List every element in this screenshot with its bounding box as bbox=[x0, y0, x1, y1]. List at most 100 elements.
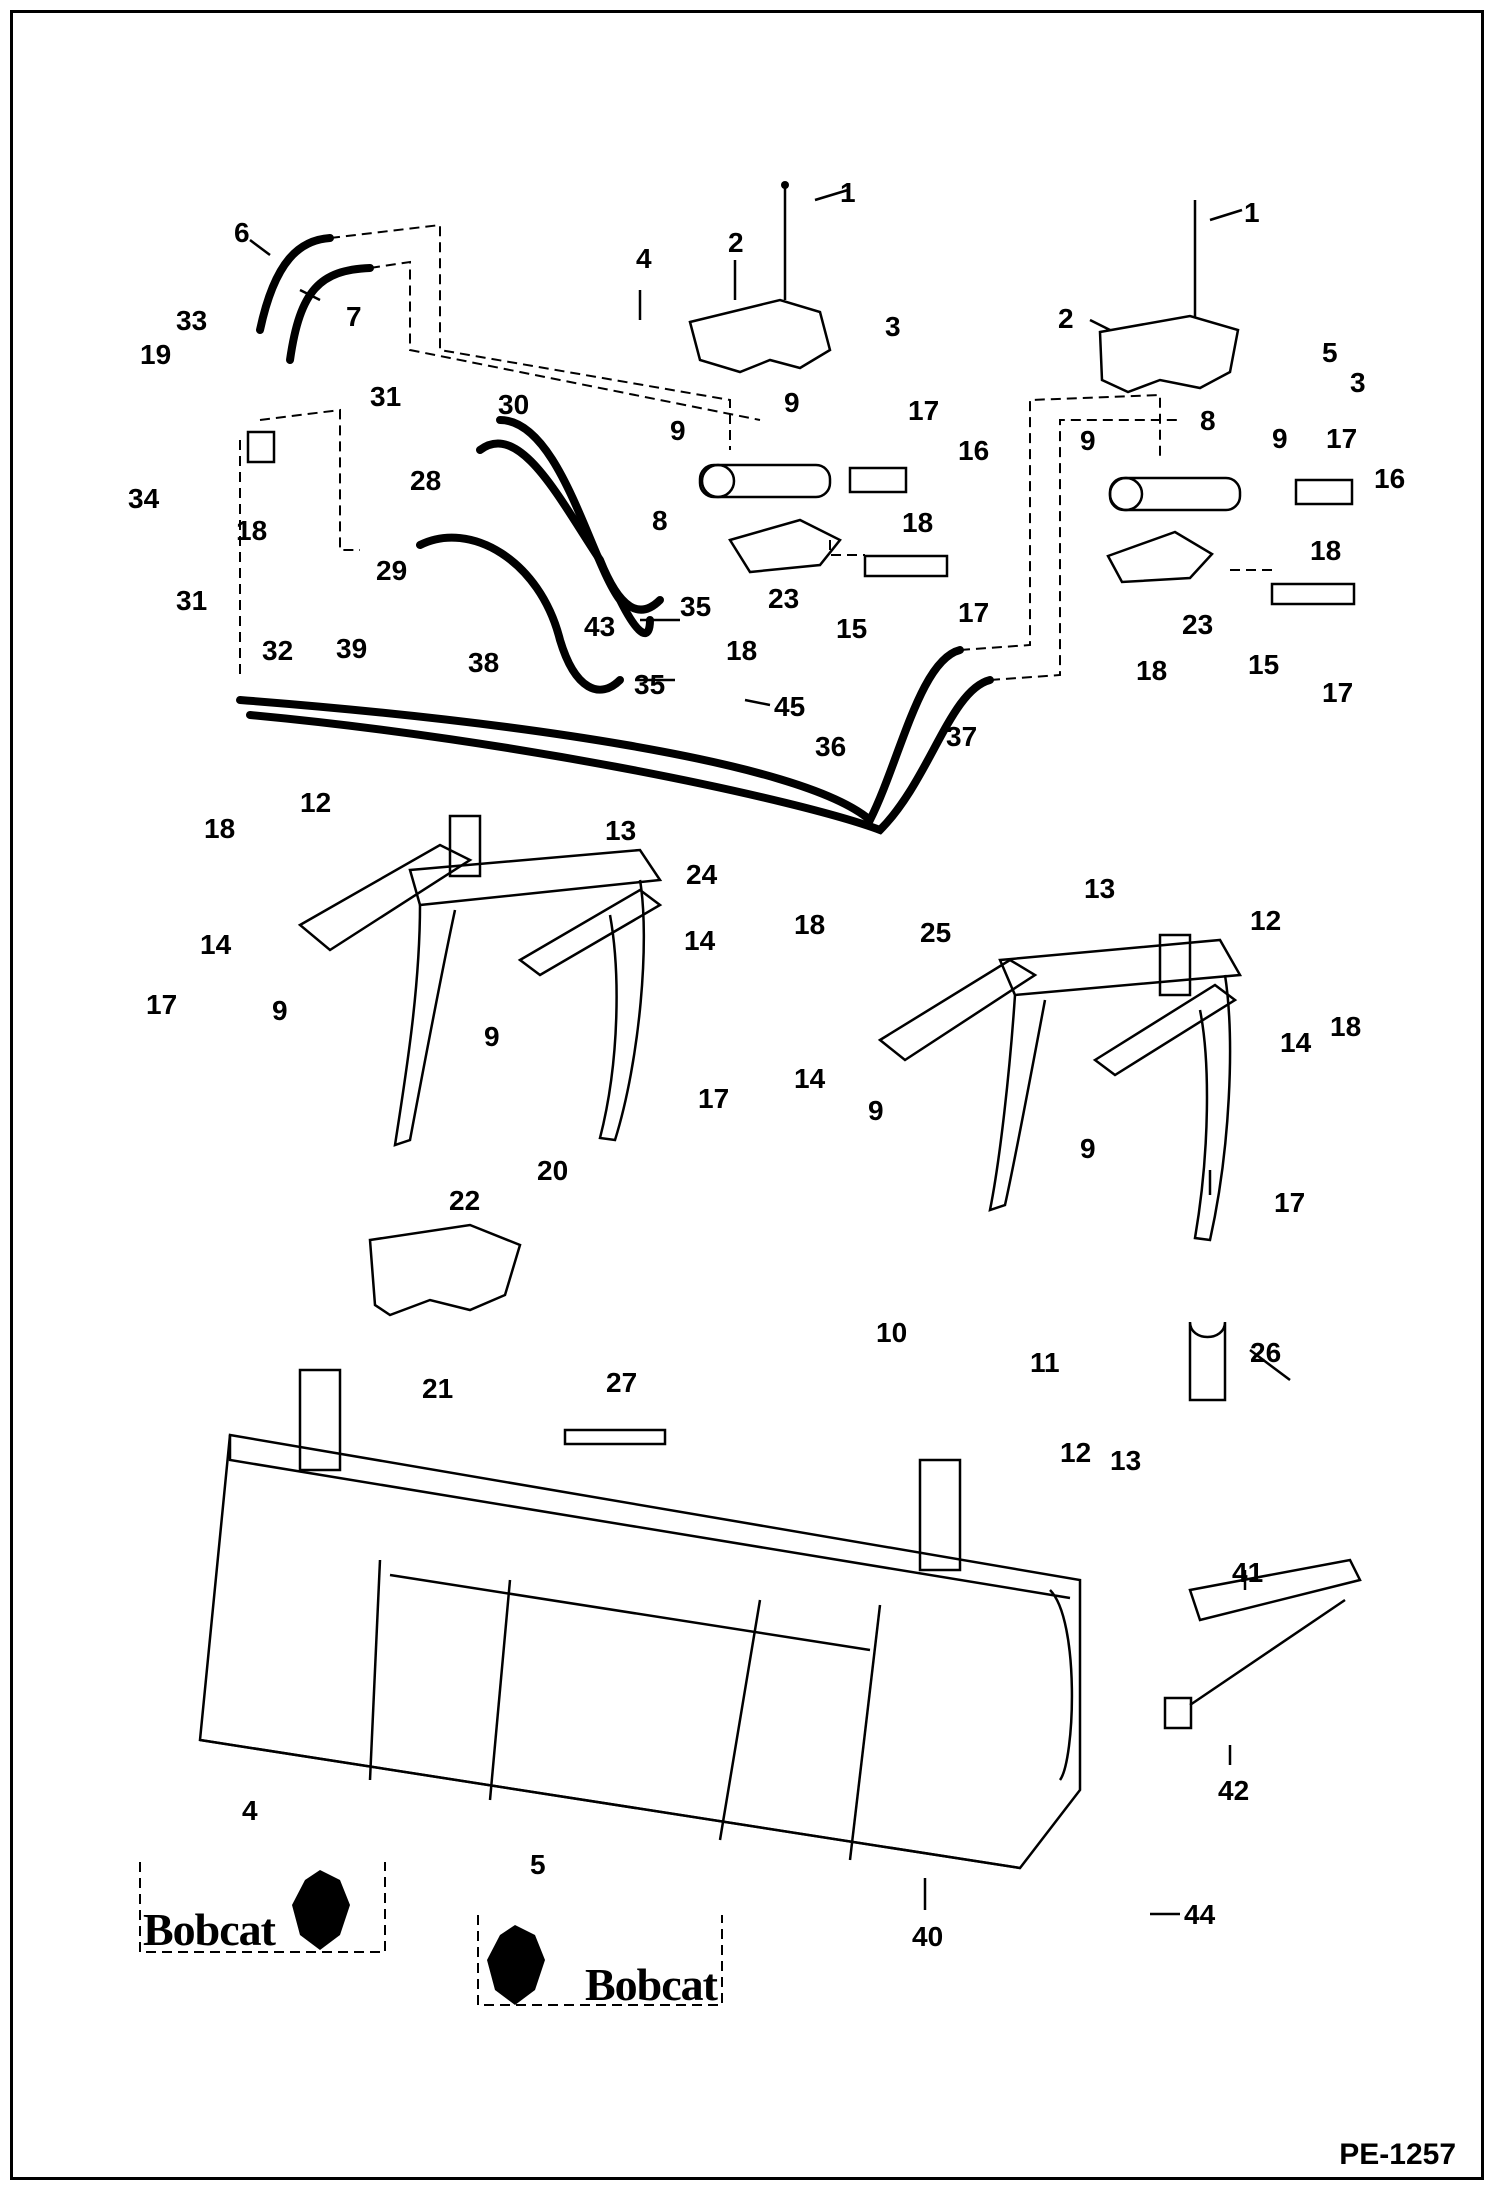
callout-3a: 3 bbox=[885, 311, 901, 342]
callout-8b: 8 bbox=[1200, 405, 1216, 436]
callout-9f: 9 bbox=[484, 1021, 500, 1052]
right-cylinder-mount bbox=[1098, 200, 1240, 394]
callout-6: 6 bbox=[234, 217, 250, 248]
leader-lines bbox=[249, 188, 1291, 1916]
callout-36: 36 bbox=[815, 731, 846, 762]
callout-38: 38 bbox=[468, 647, 499, 678]
callout-14c: 14 bbox=[794, 1063, 826, 1094]
callout-17f: 17 bbox=[698, 1083, 729, 1114]
callout-17c: 17 bbox=[1326, 423, 1357, 454]
callout-21: 21 bbox=[422, 1373, 453, 1404]
callout-19: 19 bbox=[140, 339, 171, 370]
callout-37: 37 bbox=[946, 721, 977, 752]
drawing-code: PE-1257 bbox=[1339, 2138, 1456, 2171]
callout-13b: 13 bbox=[1084, 873, 1115, 904]
callout-16a: 16 bbox=[958, 435, 989, 466]
right-cylinder bbox=[1106, 476, 1356, 606]
callout-29: 29 bbox=[376, 555, 407, 586]
callout-25: 25 bbox=[920, 917, 951, 948]
callout-5-decal: 5 bbox=[530, 1849, 546, 1880]
left-cylinder-mount bbox=[688, 181, 832, 374]
callout-14a: 14 bbox=[200, 929, 232, 960]
callout-17b: 17 bbox=[958, 597, 989, 628]
callout-18g: 18 bbox=[794, 909, 825, 940]
callout-12b: 12 bbox=[1250, 905, 1281, 936]
callout-34: 34 bbox=[128, 483, 160, 514]
callout-11: 11 bbox=[1030, 1347, 1060, 1378]
callout-43: 43 bbox=[584, 611, 615, 642]
callout-18e: 18 bbox=[1136, 655, 1167, 686]
hydraulic-hoses bbox=[236, 234, 994, 835]
callout-4: 4 bbox=[636, 243, 652, 274]
callout-17a: 17 bbox=[908, 395, 939, 426]
callout-20: 20 bbox=[537, 1155, 568, 1186]
callout-13a: 13 bbox=[605, 815, 636, 846]
callout-32: 32 bbox=[262, 635, 293, 666]
callout-15a: 15 bbox=[836, 613, 867, 644]
callout-22: 22 bbox=[449, 1185, 480, 1216]
callout-41: 41 bbox=[1232, 1557, 1263, 1588]
callout-17g: 17 bbox=[1274, 1187, 1305, 1218]
callout-18a: 18 bbox=[236, 515, 267, 546]
left-cylinder bbox=[698, 463, 949, 578]
left-grapple bbox=[297, 814, 663, 1147]
callout-9h: 9 bbox=[1080, 1133, 1096, 1164]
callout-labels: 1 1 2 2 3 3 4 5 6 7 8 8 9 9 9 9 9 9 9 9 … bbox=[128, 177, 1405, 1952]
callout-31b: 31 bbox=[176, 585, 207, 616]
callout-7: 7 bbox=[346, 301, 362, 332]
callout-9d: 9 bbox=[1272, 423, 1288, 454]
callout-13c: 13 bbox=[1110, 1445, 1141, 1476]
callout-17e: 17 bbox=[146, 989, 177, 1020]
callout-1a: 1 bbox=[840, 177, 856, 208]
callout-17d: 17 bbox=[1322, 677, 1353, 708]
drawing-frame bbox=[10, 10, 1484, 2180]
callout-18c: 18 bbox=[726, 635, 757, 666]
callout-9e: 9 bbox=[272, 995, 288, 1026]
callout-23a: 23 bbox=[768, 583, 799, 614]
callout-26: 26 bbox=[1250, 1337, 1281, 1368]
callout-35b: 35 bbox=[634, 669, 665, 700]
callout-2a: 2 bbox=[728, 227, 744, 258]
callout-16b: 16 bbox=[1374, 463, 1405, 494]
callout-24: 24 bbox=[686, 859, 718, 890]
callout-23b: 23 bbox=[1182, 609, 1213, 640]
callout-27: 27 bbox=[606, 1367, 637, 1398]
callout-12a: 12 bbox=[300, 787, 331, 818]
callout-5: 5 bbox=[1322, 337, 1338, 368]
callout-35a: 35 bbox=[680, 591, 711, 622]
callout-44: 44 bbox=[1184, 1899, 1216, 1930]
callout-3b: 3 bbox=[1350, 367, 1366, 398]
callout-28: 28 bbox=[410, 465, 441, 496]
callout-9g: 9 bbox=[868, 1095, 884, 1126]
callout-14b: 14 bbox=[684, 925, 716, 956]
callout-15b: 15 bbox=[1248, 649, 1279, 680]
callout-1b: 1 bbox=[1244, 197, 1260, 228]
callout-42: 42 bbox=[1218, 1775, 1249, 1806]
logo-text-left: Bobcat bbox=[143, 1904, 277, 1955]
hose-routing-dashes bbox=[239, 223, 1272, 681]
logo-text-right: Bobcat bbox=[585, 1959, 719, 2010]
right-grapple bbox=[877, 933, 1243, 1242]
callout-18d: 18 bbox=[1310, 535, 1341, 566]
decal-bobcat-right: Bobcat bbox=[477, 1915, 723, 2010]
callout-18f: 18 bbox=[204, 813, 235, 844]
callout-4-decal: 4 bbox=[242, 1795, 258, 1826]
callout-14d: 14 bbox=[1280, 1027, 1312, 1058]
callout-18h: 18 bbox=[1330, 1011, 1361, 1042]
callout-45: 45 bbox=[774, 691, 805, 722]
callout-8a: 8 bbox=[652, 505, 668, 536]
callout-10: 10 bbox=[876, 1317, 907, 1348]
callout-12c: 12 bbox=[1060, 1437, 1091, 1468]
callout-9b: 9 bbox=[784, 387, 800, 418]
decal-bobcat-left: Bobcat bbox=[139, 1862, 386, 1955]
callout-39: 39 bbox=[336, 633, 367, 664]
bucket-frame bbox=[198, 1223, 1362, 1870]
callout-33: 33 bbox=[176, 305, 207, 336]
callout-18b: 18 bbox=[902, 507, 933, 538]
callout-9a: 9 bbox=[670, 415, 686, 446]
callout-31a: 31 bbox=[370, 381, 401, 412]
callout-30: 30 bbox=[498, 389, 529, 420]
callout-9c: 9 bbox=[1080, 425, 1096, 456]
callout-40: 40 bbox=[912, 1921, 943, 1952]
